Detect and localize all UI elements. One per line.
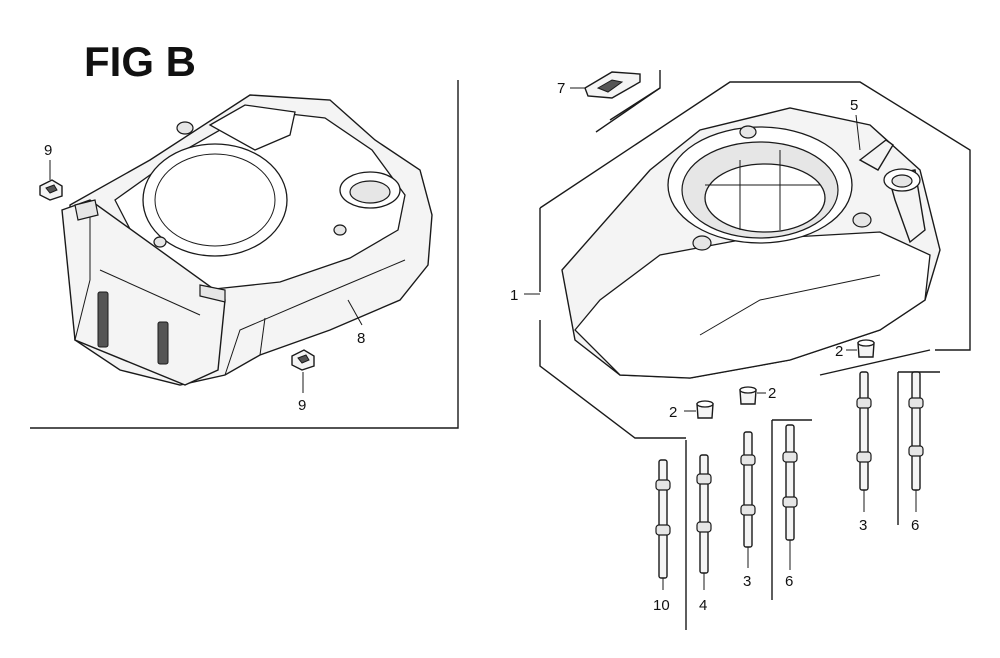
callout-8: 8 (357, 330, 365, 347)
figure-title: FIG B (84, 38, 196, 85)
callout-3-right: 3 (859, 517, 867, 534)
right-panel-frame (524, 70, 971, 630)
callout-2-left: 2 (669, 404, 677, 421)
grommet-2c (846, 339, 875, 358)
fan-cover-part-1 (561, 107, 941, 379)
callout-9-top: 9 (44, 142, 52, 159)
callout-1: 1 (510, 287, 518, 304)
grommet-2b (739, 386, 766, 405)
callout-6-right: 6 (911, 517, 919, 534)
stud-bolt-10 (655, 459, 671, 590)
clip-nut-9a (39, 160, 63, 201)
leader-5 (855, 114, 861, 151)
fan-shroud-part-8 (61, 94, 433, 386)
clip-nut-9b (291, 349, 315, 393)
callout-4: 4 (699, 597, 707, 614)
stud-bolt-4 (696, 454, 712, 590)
leader-8 (347, 299, 363, 326)
callout-2-middle: 2 (768, 385, 776, 402)
callout-9-bottom: 9 (298, 397, 306, 414)
grommet-2a (684, 400, 714, 419)
callout-5: 5 (850, 97, 858, 114)
callout-3-left: 3 (743, 573, 751, 590)
stud-bolt-6a (782, 424, 798, 570)
stud-bolt-3b (856, 371, 872, 512)
left-panel-frame (30, 80, 459, 429)
callout-7: 7 (557, 80, 565, 97)
stud-bolt-3a (740, 431, 756, 568)
callout-2-right: 2 (835, 343, 843, 360)
callout-6-left: 6 (785, 573, 793, 590)
stud-bolt-6b (908, 371, 924, 512)
callout-10: 10 (653, 597, 670, 614)
clip-part-7 (570, 71, 641, 99)
